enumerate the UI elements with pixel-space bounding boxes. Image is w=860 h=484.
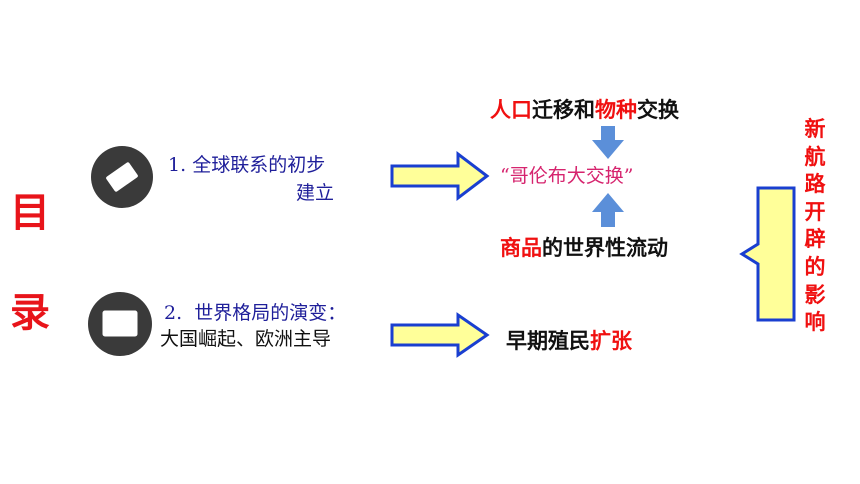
commodity-flow-label: 商品的世界性流动 bbox=[500, 236, 668, 260]
left-arrow-vertical bbox=[739, 186, 796, 322]
side-title-bottom: 录 bbox=[10, 290, 50, 336]
eraser-icon bbox=[91, 146, 153, 208]
vertical-impact-label: 新 航 路 开 辟 的 影 响 bbox=[804, 117, 826, 335]
down-arrow-icon bbox=[592, 126, 624, 159]
side-title-top: 目 bbox=[10, 190, 50, 236]
item-1-line2: 建立 bbox=[296, 182, 335, 204]
item-2-line2: 大国崛起、欧洲主导 bbox=[160, 328, 332, 350]
item-2-line1: 2. 世界格局的演变： bbox=[164, 302, 347, 324]
right-arrow-2 bbox=[390, 312, 490, 358]
columbian-exchange-label: “哥伦布大交换” bbox=[500, 165, 634, 187]
population-species-exchange-label: 人口迁移和物种交换 bbox=[490, 98, 679, 122]
rectangle-icon bbox=[88, 292, 152, 356]
item-1-line1: 1. 全球联系的初步 bbox=[168, 154, 326, 176]
colonial-expansion-label: 早期殖民扩张 bbox=[506, 329, 632, 353]
up-arrow-icon bbox=[592, 193, 624, 227]
right-arrow-1 bbox=[390, 150, 490, 202]
